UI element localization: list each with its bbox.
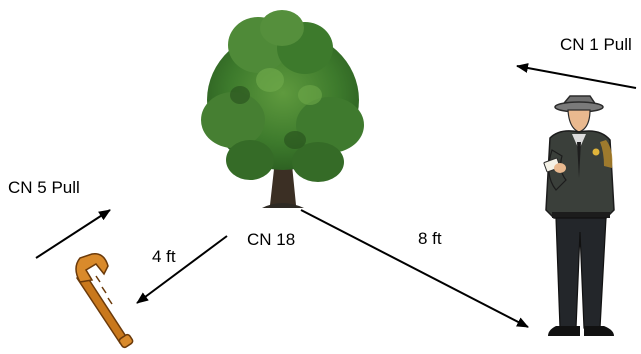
distance-8ft-label: 8 ft: [418, 229, 442, 248]
cn5-pull-arrow: [35, 209, 111, 259]
cn1-pull-label: CN 1 Pull: [560, 35, 632, 54]
wrench-icon: [75, 253, 134, 349]
arrow-to-wrench: [136, 235, 228, 304]
arrow-to-officer: [300, 209, 529, 328]
tree-icon: [201, 10, 364, 208]
distance-4ft-label: 4 ft: [152, 247, 176, 266]
cn5-pull-label: CN 5 Pull: [8, 178, 80, 197]
cn1-pull-arrow: [516, 63, 637, 89]
cn18-label: CN 18: [247, 230, 296, 249]
police-officer-icon: [543, 95, 615, 336]
